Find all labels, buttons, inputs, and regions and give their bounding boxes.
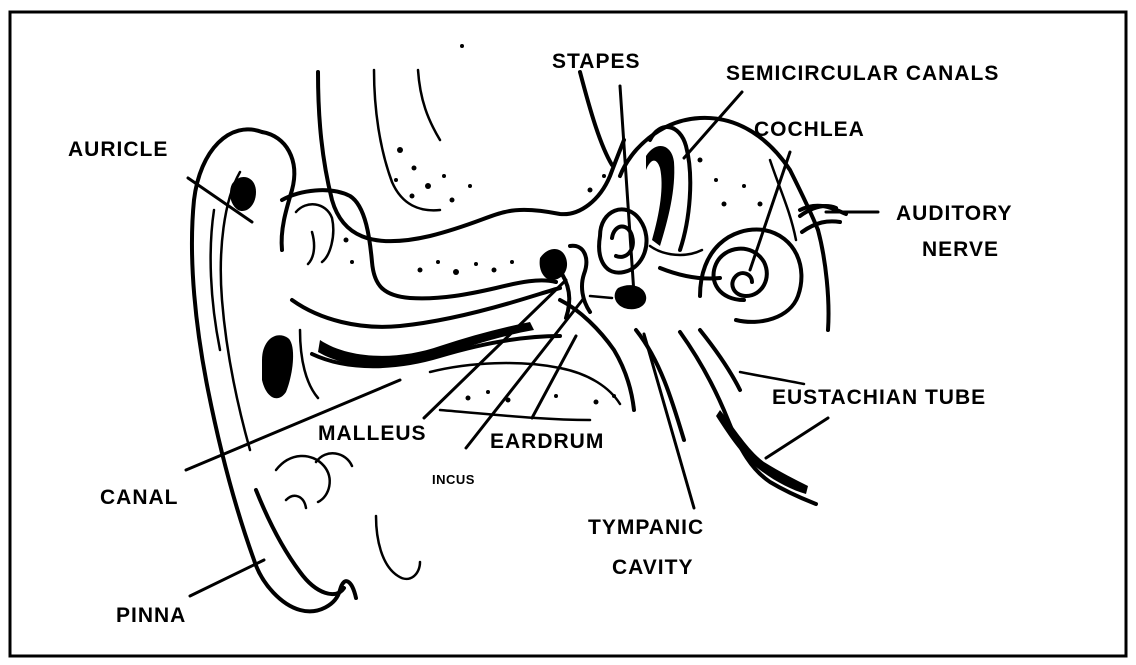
label-tympanic-cavity-1: TYMPANIC xyxy=(588,516,704,539)
label-tympanic-cavity-2: CAVITY xyxy=(612,556,693,579)
leader-tympanic-cavity xyxy=(644,334,694,508)
leader-eardrum xyxy=(532,336,576,418)
label-pinna: PINNA xyxy=(116,604,186,627)
label-stapes: STAPES xyxy=(552,50,640,73)
label-cochlea: COCHLEA xyxy=(754,118,865,141)
label-semicircular-canals: SEMICIRCULAR CANALS xyxy=(726,62,999,85)
label-auricle: AURICLE xyxy=(68,138,168,161)
leader-stapes xyxy=(620,86,634,294)
label-malleus: MALLEUS xyxy=(318,422,427,445)
label-canal: CANAL xyxy=(100,486,179,509)
diagram-frame xyxy=(10,12,1126,656)
leader-semicircular-canals xyxy=(684,92,742,158)
leader-pinna xyxy=(190,560,264,596)
leader-eustachian-tube xyxy=(766,418,828,458)
label-eardrum: EARDRUM xyxy=(490,430,604,453)
leader-cochlea xyxy=(750,152,790,270)
label-auditory-nerve-1: AUDITORY xyxy=(896,202,1013,225)
label-auditory-nerve-2: NERVE xyxy=(922,238,999,261)
label-eustachian-tube: EUSTACHIAN TUBE xyxy=(772,386,986,409)
label-incus: INCUS xyxy=(432,472,475,487)
